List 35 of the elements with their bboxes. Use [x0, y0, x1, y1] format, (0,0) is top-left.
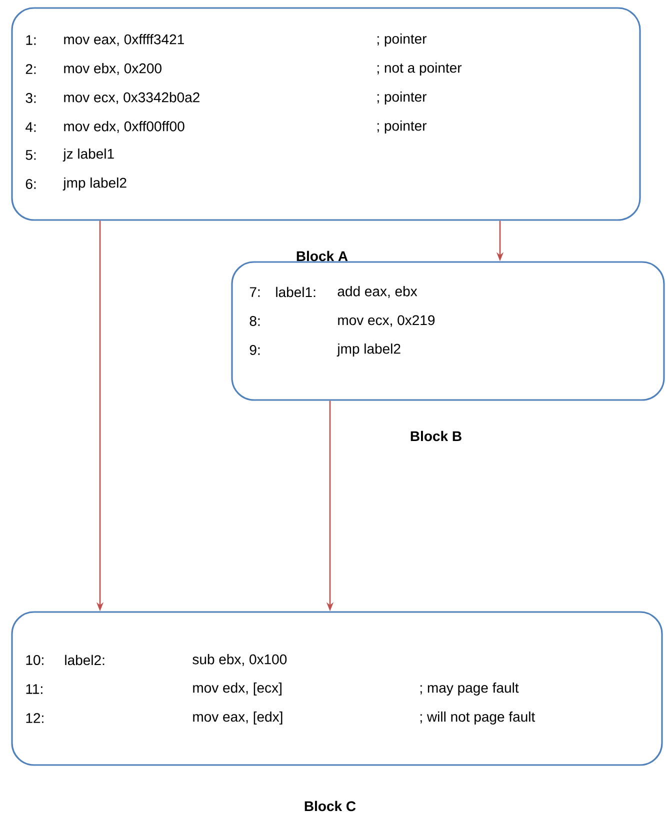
- code-text: mov ebx, 0x200: [64, 63, 162, 75]
- code-comment: ; pointer: [377, 33, 427, 47]
- code-text: sub ebx, 0x100: [192, 654, 287, 666]
- code-text: mov eax, [edx]: [193, 711, 282, 725]
- code-text: add eax, ebx: [338, 286, 418, 298]
- line-number: 5:: [26, 150, 36, 160]
- line-number: 4:: [26, 122, 36, 132]
- block-label: Block C: [304, 800, 356, 812]
- line-number: 12:: [26, 713, 44, 723]
- code-text: mov ecx, 0x3342b0a2: [64, 92, 200, 104]
- line-number: 11:: [26, 684, 42, 694]
- code-text: jmp label2: [336, 343, 400, 357]
- line-number: 1:: [26, 35, 36, 45]
- line-number: 9:: [250, 345, 260, 355]
- line-number: 8:: [250, 316, 260, 326]
- code-text: mov edx, 0xff00ff00: [64, 121, 184, 133]
- block-label: Block A: [296, 250, 348, 262]
- code-text: jz label1: [62, 148, 114, 162]
- code-comment: ; will not page fault: [420, 711, 536, 725]
- code-text: jmp label2: [62, 177, 126, 191]
- code-text: mov eax, 0xffff3421: [64, 34, 184, 46]
- line-number: 3:: [26, 93, 36, 103]
- code-comment: ; pointer: [377, 120, 427, 134]
- line-number: 6:: [26, 179, 36, 189]
- line-number: 2:: [26, 64, 36, 74]
- line-number: 7:: [250, 287, 260, 297]
- code-text: mov ecx, 0x219: [338, 315, 435, 327]
- code-label: label1:: [276, 286, 316, 298]
- line-number: 10:: [26, 655, 44, 665]
- block-label: Block B: [410, 430, 462, 442]
- code-comment: ; may page fault: [420, 682, 519, 696]
- code-text: mov edx, [ecx]: [193, 682, 282, 696]
- code-label: label2:: [65, 654, 104, 666]
- code-comment: ; not a pointer: [377, 62, 462, 76]
- code-comment: ; pointer: [377, 91, 427, 105]
